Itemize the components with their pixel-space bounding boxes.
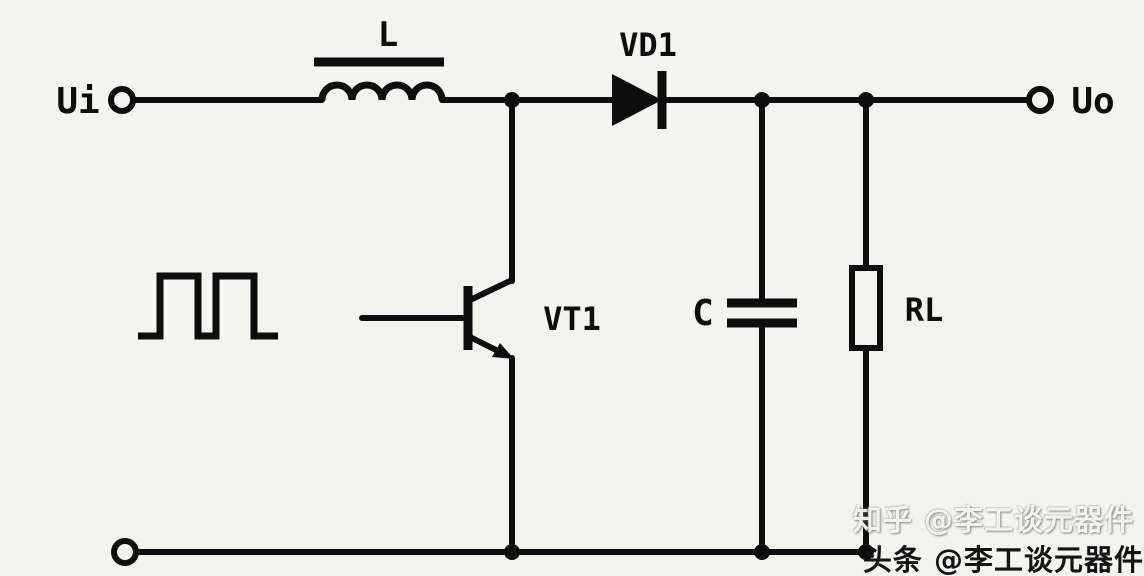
capacitor-label: C [692,293,714,334]
input-terminal [108,86,136,114]
diode-triangle [612,74,662,126]
input-label: Ui [56,81,99,122]
watermark-toutiao: 头条 @李工谈元器件 [862,543,1144,576]
junction-emitter-bottom [504,544,520,560]
diode-label: VD1 [619,26,677,64]
transistor-collector-diagonal [465,277,515,304]
load-resistor-body [849,265,883,351]
inductor-label: L [378,15,398,55]
bottom-left-terminal [111,538,139,566]
load-label: RL [905,291,944,329]
transistor-emitter-arrow [492,343,514,359]
inductor-coil [318,81,446,101]
junction-load-bottom [858,544,874,560]
junction-capacitor-bottom [754,544,770,560]
output-terminal [1026,86,1054,114]
watermark-zhihu: 知乎 @李工谈元器件 [852,503,1134,537]
square-wave-signal [138,272,278,340]
output-label: Uo [1071,81,1114,122]
transistor-label: VT1 [543,300,601,338]
